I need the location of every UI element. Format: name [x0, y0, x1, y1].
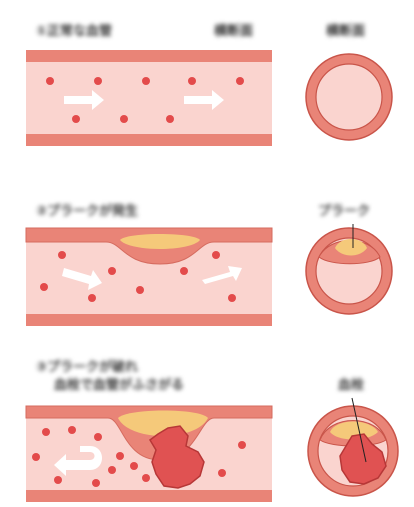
blood-cell — [142, 77, 150, 85]
blood-cell — [54, 476, 62, 484]
blood-cell — [130, 462, 138, 470]
blood-cell — [218, 469, 226, 477]
blood-cell — [228, 294, 236, 302]
plaque-cross-section — [306, 224, 392, 314]
blood-cell — [116, 452, 124, 460]
vessel-lumen — [26, 58, 272, 138]
vessel-wall-bottom — [26, 314, 272, 326]
blood-cell — [88, 294, 96, 302]
blood-cell — [238, 441, 246, 449]
rupture-vessel — [26, 406, 272, 502]
thrombus-cross-section — [308, 398, 398, 496]
blood-cell — [108, 267, 116, 275]
blood-cell — [136, 286, 144, 294]
vessel-wall-top — [26, 50, 272, 62]
blood-cell — [108, 466, 116, 474]
blood-cell — [236, 77, 244, 85]
blood-cell — [58, 251, 66, 259]
blood-cell — [68, 426, 76, 434]
blood-cell — [92, 479, 100, 487]
blood-cell — [42, 428, 50, 436]
vessel-wall-bottom — [26, 134, 272, 146]
normal-vessel — [26, 50, 272, 146]
blood-cell — [40, 283, 48, 291]
normal-cross-section — [306, 54, 392, 140]
plaque-vessel — [26, 228, 272, 326]
blood-cell — [180, 267, 188, 275]
blood-cell — [46, 77, 54, 85]
blood-cell — [188, 77, 196, 85]
blood-cell — [142, 474, 150, 482]
blood-cell — [94, 77, 102, 85]
vessel-wall-bottom — [26, 490, 272, 502]
blood-cell — [72, 115, 80, 123]
blood-cell — [212, 251, 220, 259]
blood-cell — [94, 433, 102, 441]
blood-cell — [166, 115, 174, 123]
cross-lumen — [316, 64, 382, 130]
blood-cell — [32, 453, 40, 461]
blood-cell — [120, 115, 128, 123]
